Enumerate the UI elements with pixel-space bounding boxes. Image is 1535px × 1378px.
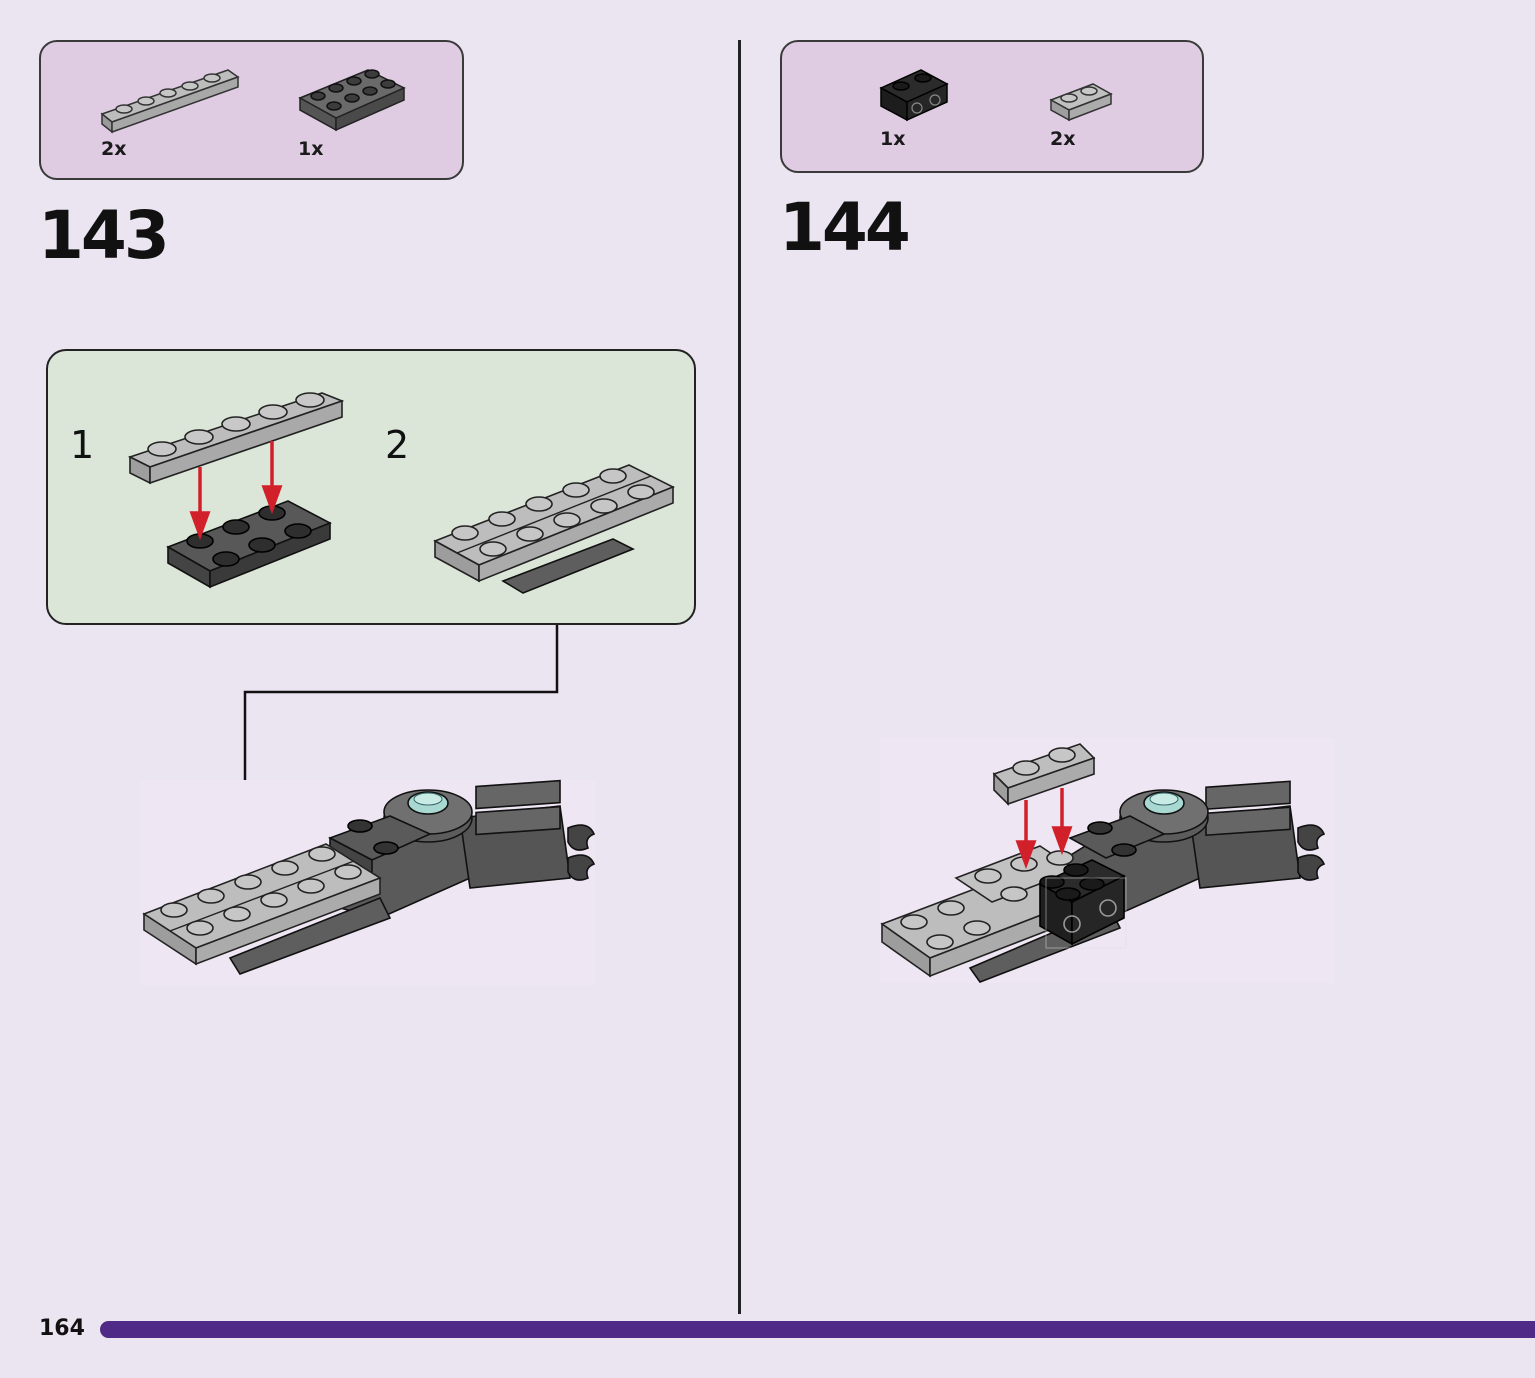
sub-step-number-1: 1 [70,423,95,467]
parts-list-step-143: 2x 1x [39,40,464,180]
sub-assembly-box: 1 2 [46,349,696,625]
sub-step-1-illustration [127,392,345,589]
page-column-divider [738,40,741,1314]
page-footer-bar [100,1321,1535,1338]
step-143-model-illustration [140,779,596,985]
page-number: 164 [39,1316,85,1341]
sub-step-number-2: 2 [385,423,410,467]
step-number-143: 143 [38,197,170,274]
light-gray-plate-1x2-icon [1049,83,1113,122]
step-number-144: 144 [779,189,911,266]
part-qty-black-bracket: 1x [880,128,906,150]
parts-list-step-144: 1x 2x [780,40,1204,173]
part-qty-light-gray-plate-1x2: 2x [1050,128,1076,150]
part-qty-dark-gray-plate: 1x [298,138,324,160]
light-gray-plate-1x6-icon [100,69,240,134]
sub-step-2-illustration [433,464,675,594]
black-bracket-2x2-icon [879,69,949,122]
dark-gray-plate-2x4-icon [298,69,406,132]
part-qty-light-gray-plate: 2x [101,138,127,160]
step-144-model-illustration [880,738,1335,983]
